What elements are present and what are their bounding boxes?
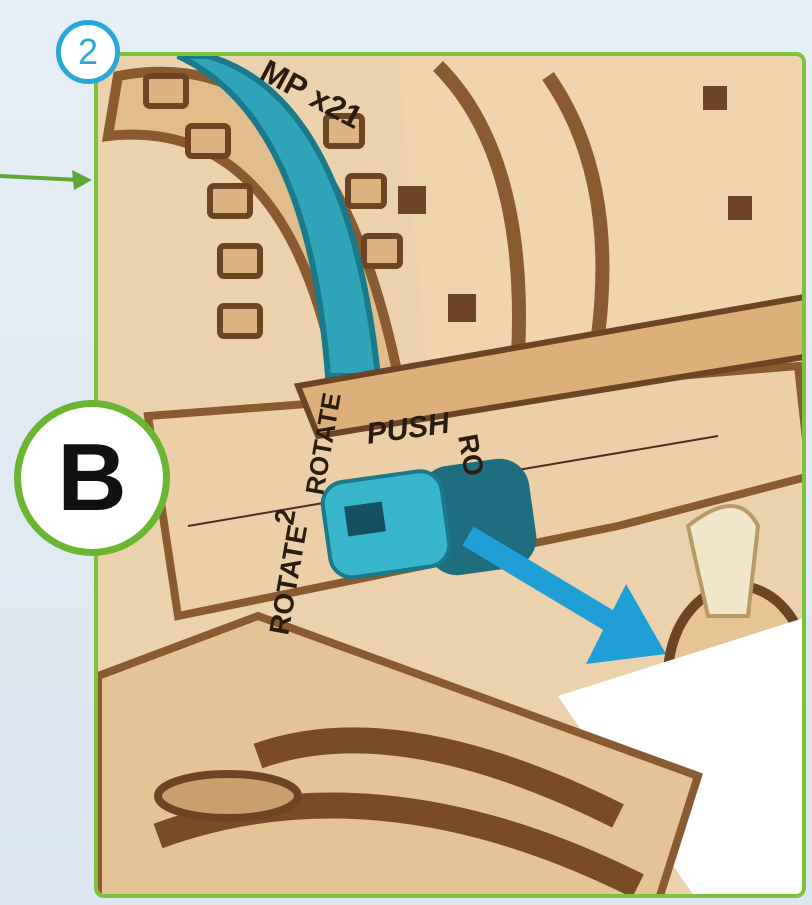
pointer-arrow xyxy=(0,150,100,214)
wooden-mechanism-illustration: MP x21 PUSH RO 2 ROTATE ROTATE xyxy=(98,56,806,898)
assembly-illustration-panel: MP x21 PUSH RO 2 ROTATE ROTATE xyxy=(94,52,806,898)
step-number-badge: 2 xyxy=(56,20,120,84)
callout-letter-badge: B xyxy=(14,400,170,556)
